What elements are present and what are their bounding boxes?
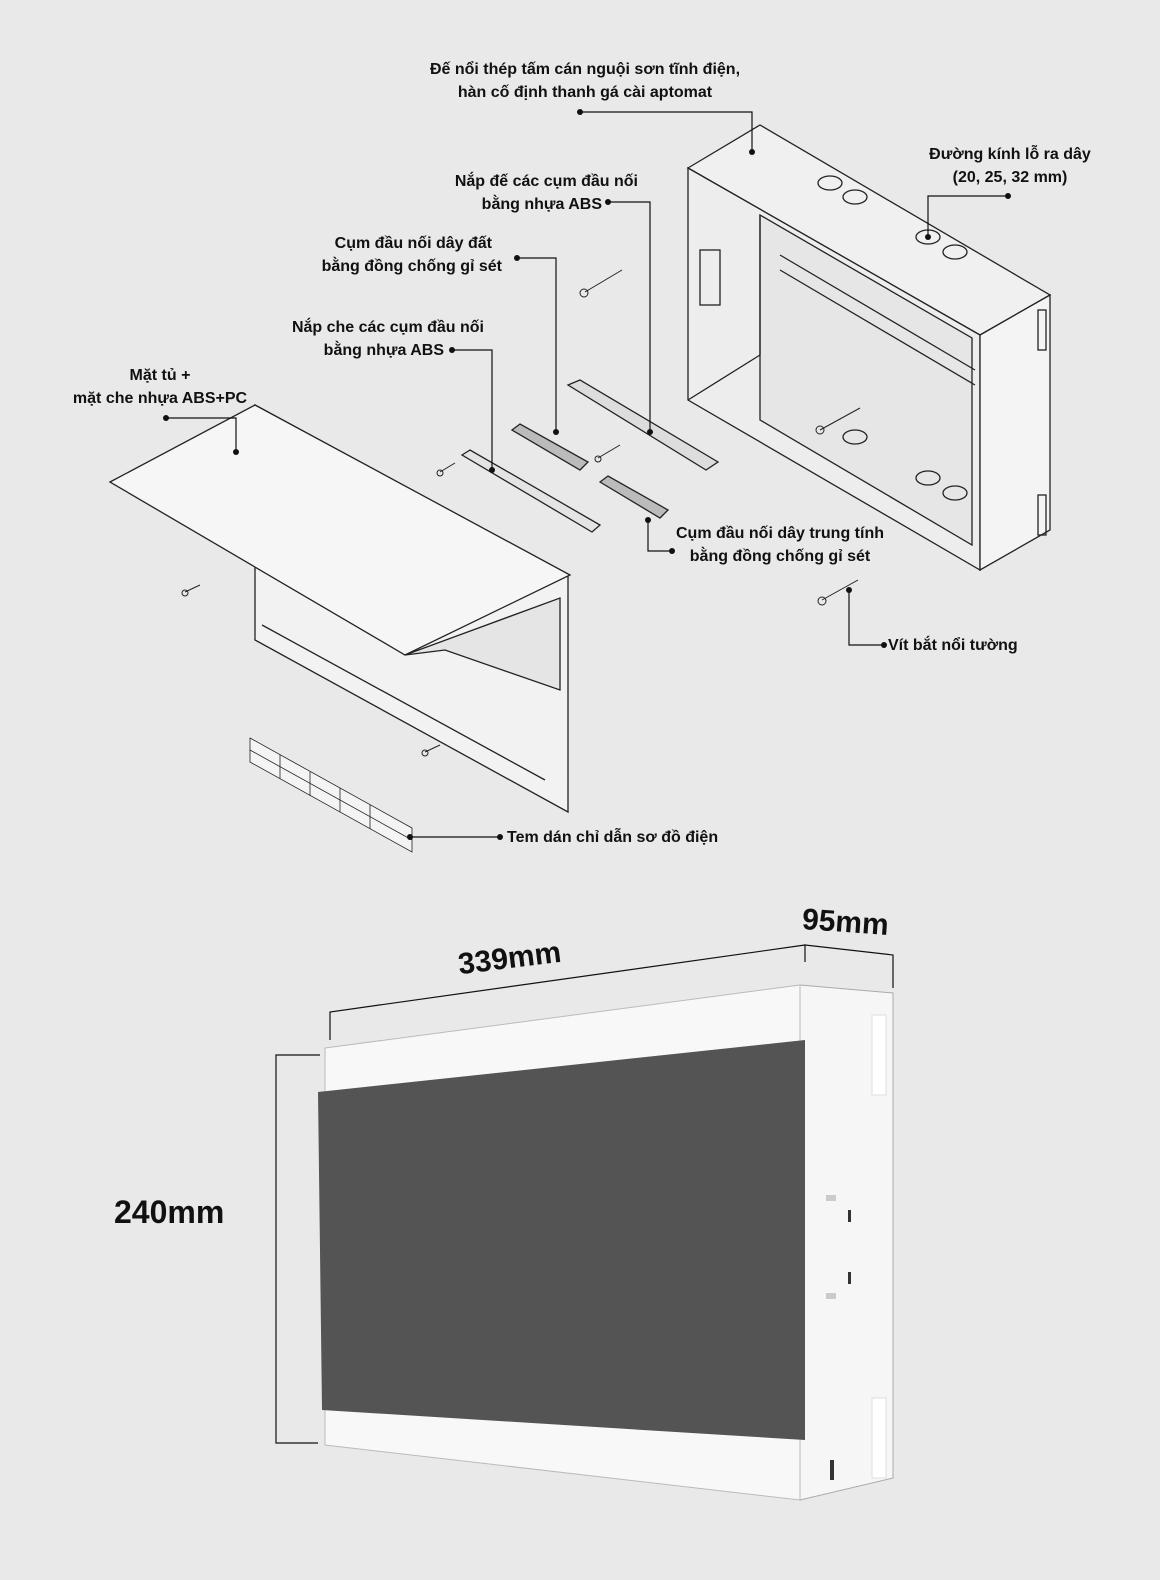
screw-icons — [181, 269, 861, 757]
label-steel-base: Đế nổi thép tấm cán nguội sơn tĩnh điện,… — [429, 61, 741, 101]
diagram-sticker — [249, 737, 413, 853]
label-diagram-sticker: Tem dán chỉ dẫn sơ đồ điện — [507, 829, 719, 846]
label-wall-screw: Vít bắt nổi tường — [888, 637, 1018, 654]
front-panel — [108, 403, 572, 814]
steel-base-box — [686, 124, 1052, 572]
dimension-depth: 95mm — [800, 903, 890, 942]
label-front-panel: Mặt tủ +mặt che nhựa ABS+PC — [72, 367, 248, 407]
terminal-parts — [460, 379, 720, 533]
leader-lines — [166, 111, 1008, 838]
label-hole-diameter: Đường kính lỗ ra dây(20, 25, 32 mm) — [929, 146, 1091, 186]
dimension-height: 240mm — [114, 1194, 225, 1230]
dimension-lines — [275, 944, 894, 1444]
assembled-box — [318, 984, 894, 1501]
